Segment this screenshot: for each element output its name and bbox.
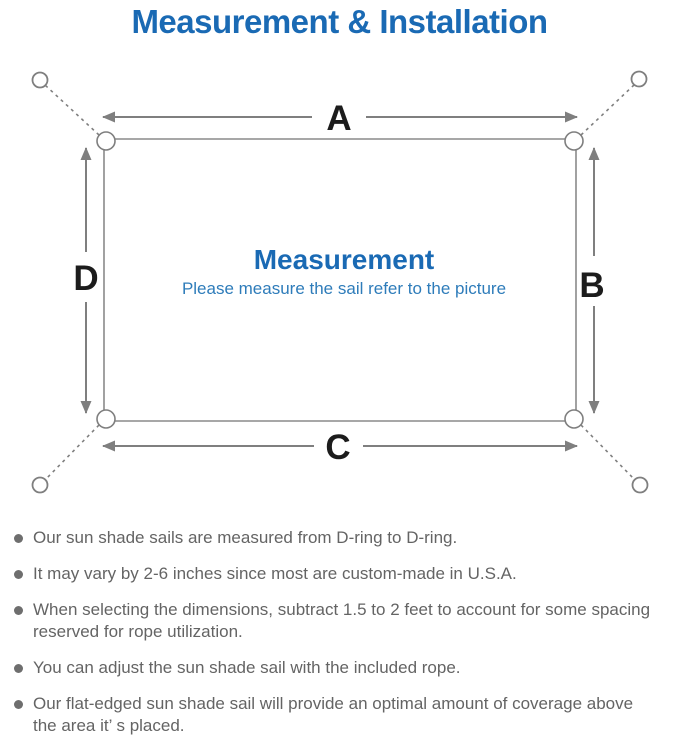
anchor-point-bottom-left xyxy=(31,476,49,494)
note-text: When selecting the dimensions, subtract … xyxy=(33,599,650,643)
note-line: Our flat-edged sun shade sail will provi… xyxy=(33,694,634,713)
anchor-point-top-right xyxy=(630,70,648,88)
note-line: You can adjust the sun shade sail with t… xyxy=(33,658,461,677)
note-item-subtract-feet: When selecting the dimensions, subtract … xyxy=(12,599,671,643)
center-title: Measurement xyxy=(254,244,435,275)
note-text: It may vary by 2-6 inches since most are… xyxy=(33,563,517,585)
bullet-icon xyxy=(14,700,23,709)
d-ring-bottom-right xyxy=(564,409,584,429)
note-text: Our flat-edged sun shade sail will provi… xyxy=(33,693,633,737)
notes-list: Our sun shade sails are measured from D-… xyxy=(0,527,679,739)
label-side-c: C xyxy=(325,428,350,467)
note-line: When selecting the dimensions, subtract … xyxy=(33,600,651,619)
bullet-icon xyxy=(14,534,23,543)
anchor-point-bottom-right xyxy=(631,476,649,494)
note-text: Our sun shade sails are measured from D-… xyxy=(33,527,457,549)
note-item-vary-inches: It may vary by 2-6 inches since most are… xyxy=(12,563,671,585)
note-line: It may vary by 2-6 inches since most are… xyxy=(33,564,517,583)
rope-top-right xyxy=(580,84,635,136)
d-ring-bottom-left xyxy=(96,409,116,429)
d-ring-top-right xyxy=(564,131,584,151)
rope-bottom-right xyxy=(580,424,636,481)
d-ring-top-left xyxy=(96,131,116,151)
note-item-coverage: Our flat-edged sun shade sail will provi… xyxy=(12,693,671,737)
bullet-icon xyxy=(14,664,23,673)
center-subtitle: Please measure the sail refer to the pic… xyxy=(182,279,506,298)
note-text: You can adjust the sun shade sail with t… xyxy=(33,657,461,679)
note-line: Our sun shade sails are measured from D-… xyxy=(33,528,458,547)
note-line: reserved for rope utilization. xyxy=(33,622,243,641)
note-item-adjust-rope: You can adjust the sun shade sail with t… xyxy=(12,657,671,679)
sail-diagram-svg: A B C D Measurement Please measure the s… xyxy=(31,70,649,494)
anchor-point-top-left xyxy=(31,71,49,89)
label-side-a: A xyxy=(326,99,351,138)
label-side-b: B xyxy=(579,266,604,305)
page-title: Measurement & Installation xyxy=(131,3,548,40)
rope-top-left xyxy=(44,84,100,136)
measurement-diagram: A B C D Measurement Please measure the s… xyxy=(0,60,679,520)
note-item-measured-d-ring: Our sun shade sails are measured from D-… xyxy=(12,527,671,549)
rope-bottom-left xyxy=(44,424,100,481)
bullet-icon xyxy=(14,570,23,579)
bullet-icon xyxy=(14,606,23,615)
note-line: the area it’ s placed. xyxy=(33,716,185,735)
label-side-d: D xyxy=(73,259,98,298)
sail-rectangle xyxy=(103,138,577,422)
